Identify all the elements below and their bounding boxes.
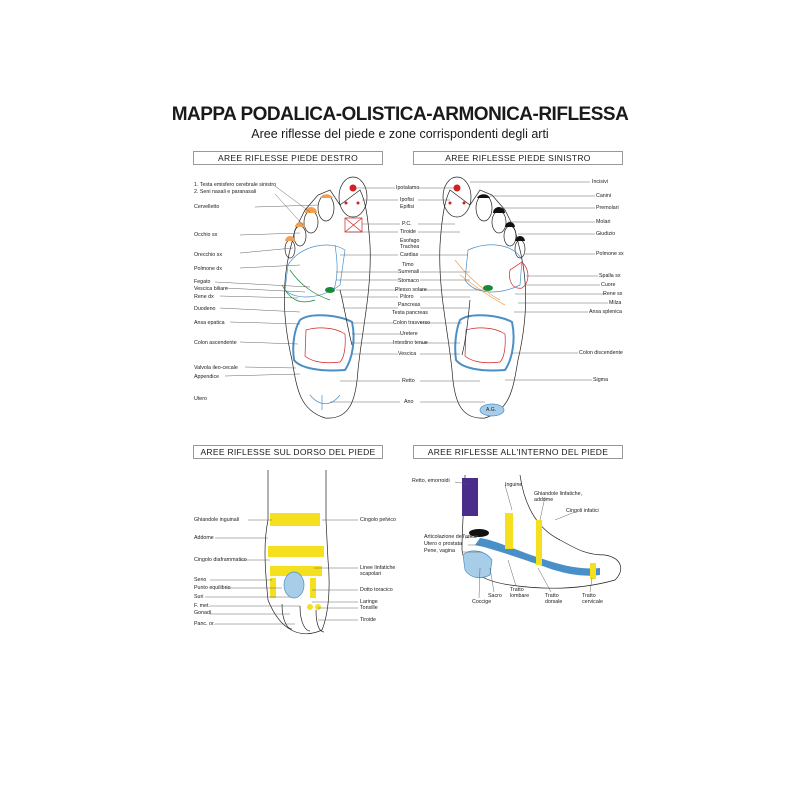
label-solar-plexus: Plesso solare — [395, 287, 427, 293]
label-pancreas: Pancreas — [398, 302, 420, 308]
label-ileocecal-valve: Valvola ileo-cecale — [194, 365, 238, 371]
label-breast: Seno — [194, 577, 206, 583]
label-canines: Canini — [596, 193, 611, 199]
label-bladder: Vescica — [398, 351, 416, 357]
label-hypothalamus: Ipotalamo — [396, 185, 419, 191]
label-appendix: Appendice — [194, 374, 219, 380]
label-kidney-dx: Rene dx — [194, 294, 214, 300]
label-lung-dx: Polmone dx — [194, 266, 222, 272]
label-panc-or: Panc. or. — [194, 621, 215, 627]
label-spleen: Milza — [609, 300, 621, 306]
label-f-met: F. met. — [194, 603, 210, 609]
label-hip-joint: Articolazione dell'anca — [424, 534, 477, 540]
label-pylorus: Piloro — [400, 294, 414, 300]
label-balance-point: Punto equilibrio — [194, 585, 231, 591]
label-pelvic-girdle: Cingolo pelvico — [360, 517, 396, 523]
label-wisdom-teeth: Giudizio — [596, 231, 615, 237]
label-anus: Ano — [404, 399, 413, 405]
label-rectum-hemorrhoids: Retto, emorroidi — [412, 478, 450, 484]
label-transverse-colon: Colon trasverso — [393, 320, 430, 326]
label-hepatic-flexure: Ansa epatica — [194, 320, 225, 326]
label-rectum: Retto — [402, 378, 415, 384]
label-molars: Molari — [596, 219, 610, 225]
label-head-left-hemisphere: 1. Testa emisfero cerebrale sinistro — [194, 182, 276, 188]
label-thoracic-duct: Dotto toracico — [360, 587, 393, 593]
label-penis-vagina: Pene, vagina — [424, 548, 455, 554]
label-coccyx: Coccige — [472, 599, 491, 605]
label-gonads: Gonadi — [194, 610, 211, 616]
label-small-intestine: Intestino tenue — [393, 340, 428, 346]
label-thymus: Timo — [402, 262, 414, 268]
label-diaphragm-girdle: Cingolo diaframmatico — [194, 557, 247, 563]
label-incisors: Incisivi — [592, 179, 608, 185]
label-inguinal-glands: Ghiandole inguinali — [194, 517, 239, 523]
label-adrenals: Surrenali — [398, 269, 419, 275]
label-sigmoid: Sigma — [593, 377, 608, 383]
label-stomach: Stomaco — [398, 278, 419, 284]
label-thyroid-dorsum: Tiroide — [360, 617, 376, 623]
label-tonsils: Tonsille — [360, 605, 378, 611]
label-dorsal-tract: Tratto dorsale — [545, 593, 565, 605]
label-shoulder-sx: Spalla sx — [599, 273, 621, 279]
label-nasal-sinuses: 2. Seni nasali e paranasali — [194, 189, 256, 195]
label-lumbar-tract: Tratto lombare — [510, 587, 530, 599]
label-eye-sx: Occhio sx — [194, 232, 217, 238]
label-trachea: Trachea — [400, 244, 419, 250]
label-lung-sx: Polmone sx — [596, 251, 624, 257]
label-splenic-flexure: Ansa splenica — [589, 309, 622, 315]
right-foot-outline — [284, 177, 370, 418]
label-ascending-colon: Colon ascendente — [194, 340, 237, 346]
label-pineal: Epifisi — [400, 204, 414, 210]
label-heel-mark: A.G. — [486, 407, 496, 413]
label-suri: Suri — [194, 594, 203, 600]
label-pituitary: Ipofisi — [400, 197, 414, 203]
label-scapular-lymph-lines: Linee linfatiche scapolari — [360, 565, 398, 577]
label-premolars: Premolari — [596, 205, 619, 211]
label-thyroid: Tiroide — [400, 229, 416, 235]
label-pancreas-head: Testa pancreas — [392, 310, 428, 316]
label-cardia: Cardias — [400, 252, 418, 258]
label-abdomen: Addome — [194, 535, 214, 541]
label-ear-sx: Orecchio sx — [194, 252, 222, 258]
label-liver: Fegato — [194, 279, 211, 285]
left-foot-outline — [440, 177, 526, 418]
label-descending-colon: Colon discendente — [579, 350, 623, 356]
label-sacrum: Sacro — [488, 593, 502, 599]
label-gallbladder: Vescica biliare — [194, 286, 228, 292]
label-pc: P.C. — [402, 221, 412, 227]
label-cervical-tract: Tratto cervicale — [582, 593, 608, 605]
label-cerebellum: Cervelletto — [194, 204, 219, 210]
label-uterus-prostate: Utero o prostata — [424, 541, 462, 547]
label-groin: Inguine — [505, 482, 522, 488]
label-ureter: Uretere — [400, 331, 418, 337]
label-heart: Cuore — [601, 282, 615, 288]
label-uterus: Utero — [194, 396, 207, 402]
label-abdominal-lymph: Ghiandole linfatiche, addome — [534, 491, 586, 503]
label-kidney-sx: Rene sx — [603, 291, 622, 297]
label-lymphatic-girdles: Cingoli infatici — [566, 508, 599, 514]
label-duodenum: Duodeno — [194, 306, 216, 312]
